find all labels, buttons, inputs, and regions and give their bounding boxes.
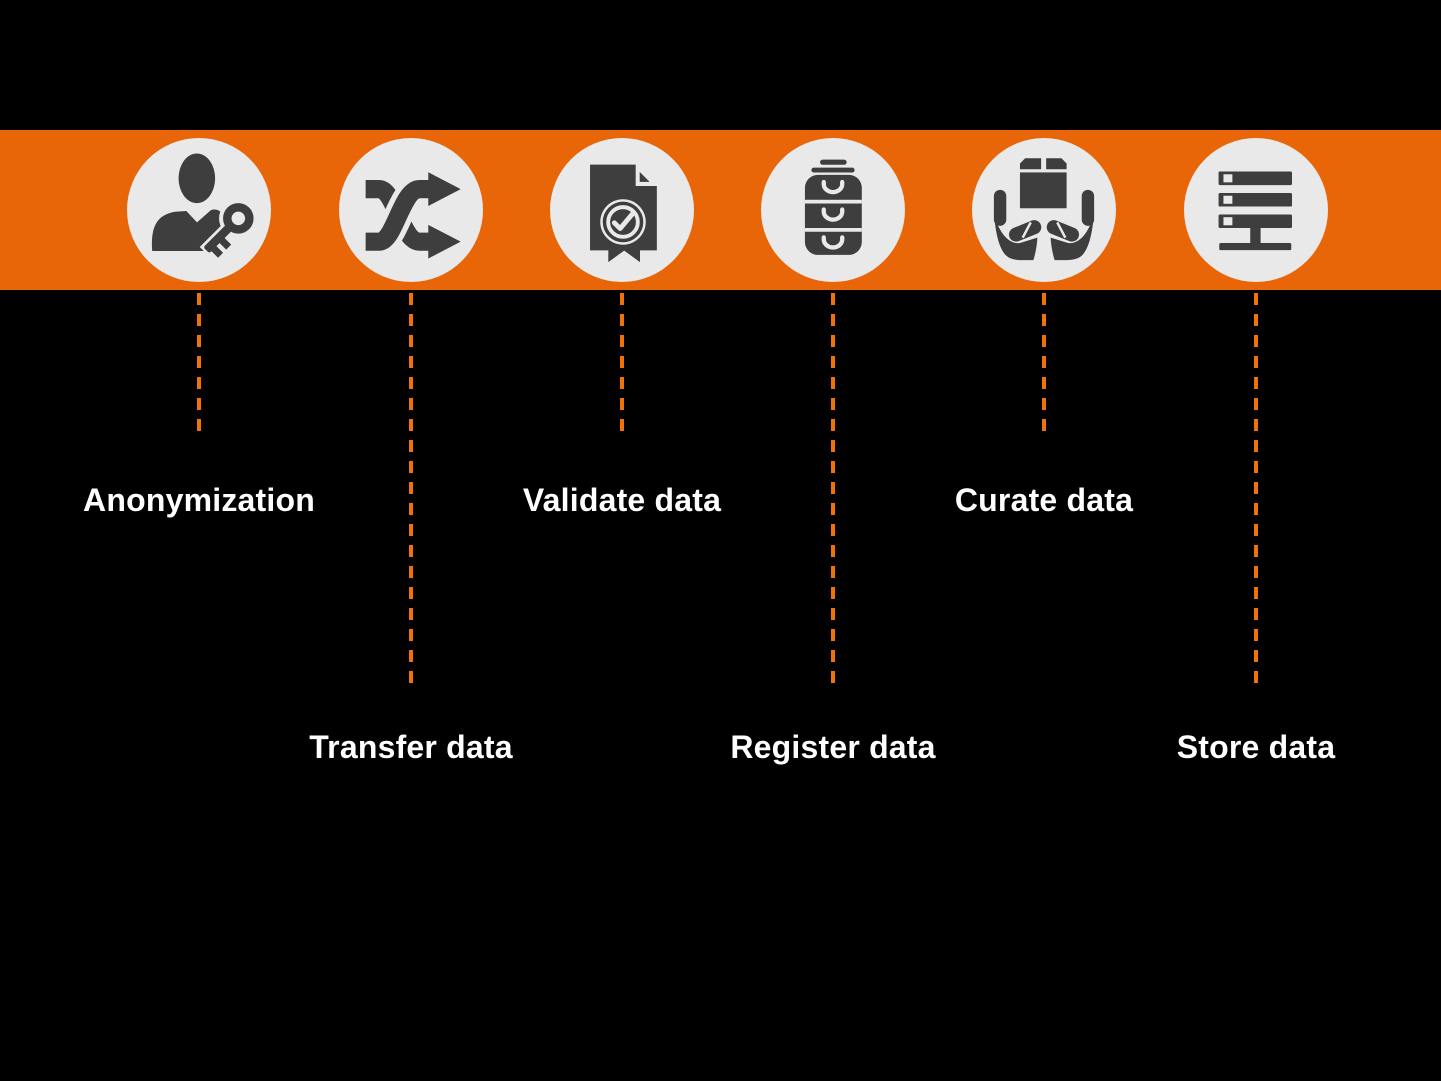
step-circle-register-data: [761, 138, 905, 282]
server-rack-icon: [1218, 171, 1292, 251]
step-circle-curate-data: [972, 138, 1116, 282]
step-label-anonymization: Anonymization: [83, 482, 315, 518]
step-circle-store-data: [1184, 138, 1328, 282]
step-circle-anonymization: [127, 138, 271, 282]
person-key-icon: [151, 153, 258, 262]
hands-holding-box-icon: [993, 158, 1095, 261]
step-circle-validate-data: [550, 138, 694, 282]
shuffle-arrows-icon: [365, 172, 461, 259]
drawer-cabinet-icon: [804, 159, 862, 255]
dashed-connector: [1042, 293, 1046, 437]
dashed-connector: [1254, 293, 1258, 687]
certified-document-icon: [590, 162, 660, 263]
step-label-validate-data: Validate data: [522, 482, 722, 518]
step-label-transfer-data: Transfer data: [309, 729, 513, 765]
step-label-curate-data: Curate data: [954, 482, 1134, 518]
step-circle-transfer-data: [339, 138, 483, 282]
dashed-connector: [831, 293, 835, 687]
step-label-register-data: Register data: [730, 729, 936, 765]
dashed-connector: [197, 293, 201, 437]
step-label-store-data: Store data: [1176, 729, 1336, 765]
dashed-connector: [620, 293, 624, 437]
dashed-connector: [409, 293, 413, 687]
